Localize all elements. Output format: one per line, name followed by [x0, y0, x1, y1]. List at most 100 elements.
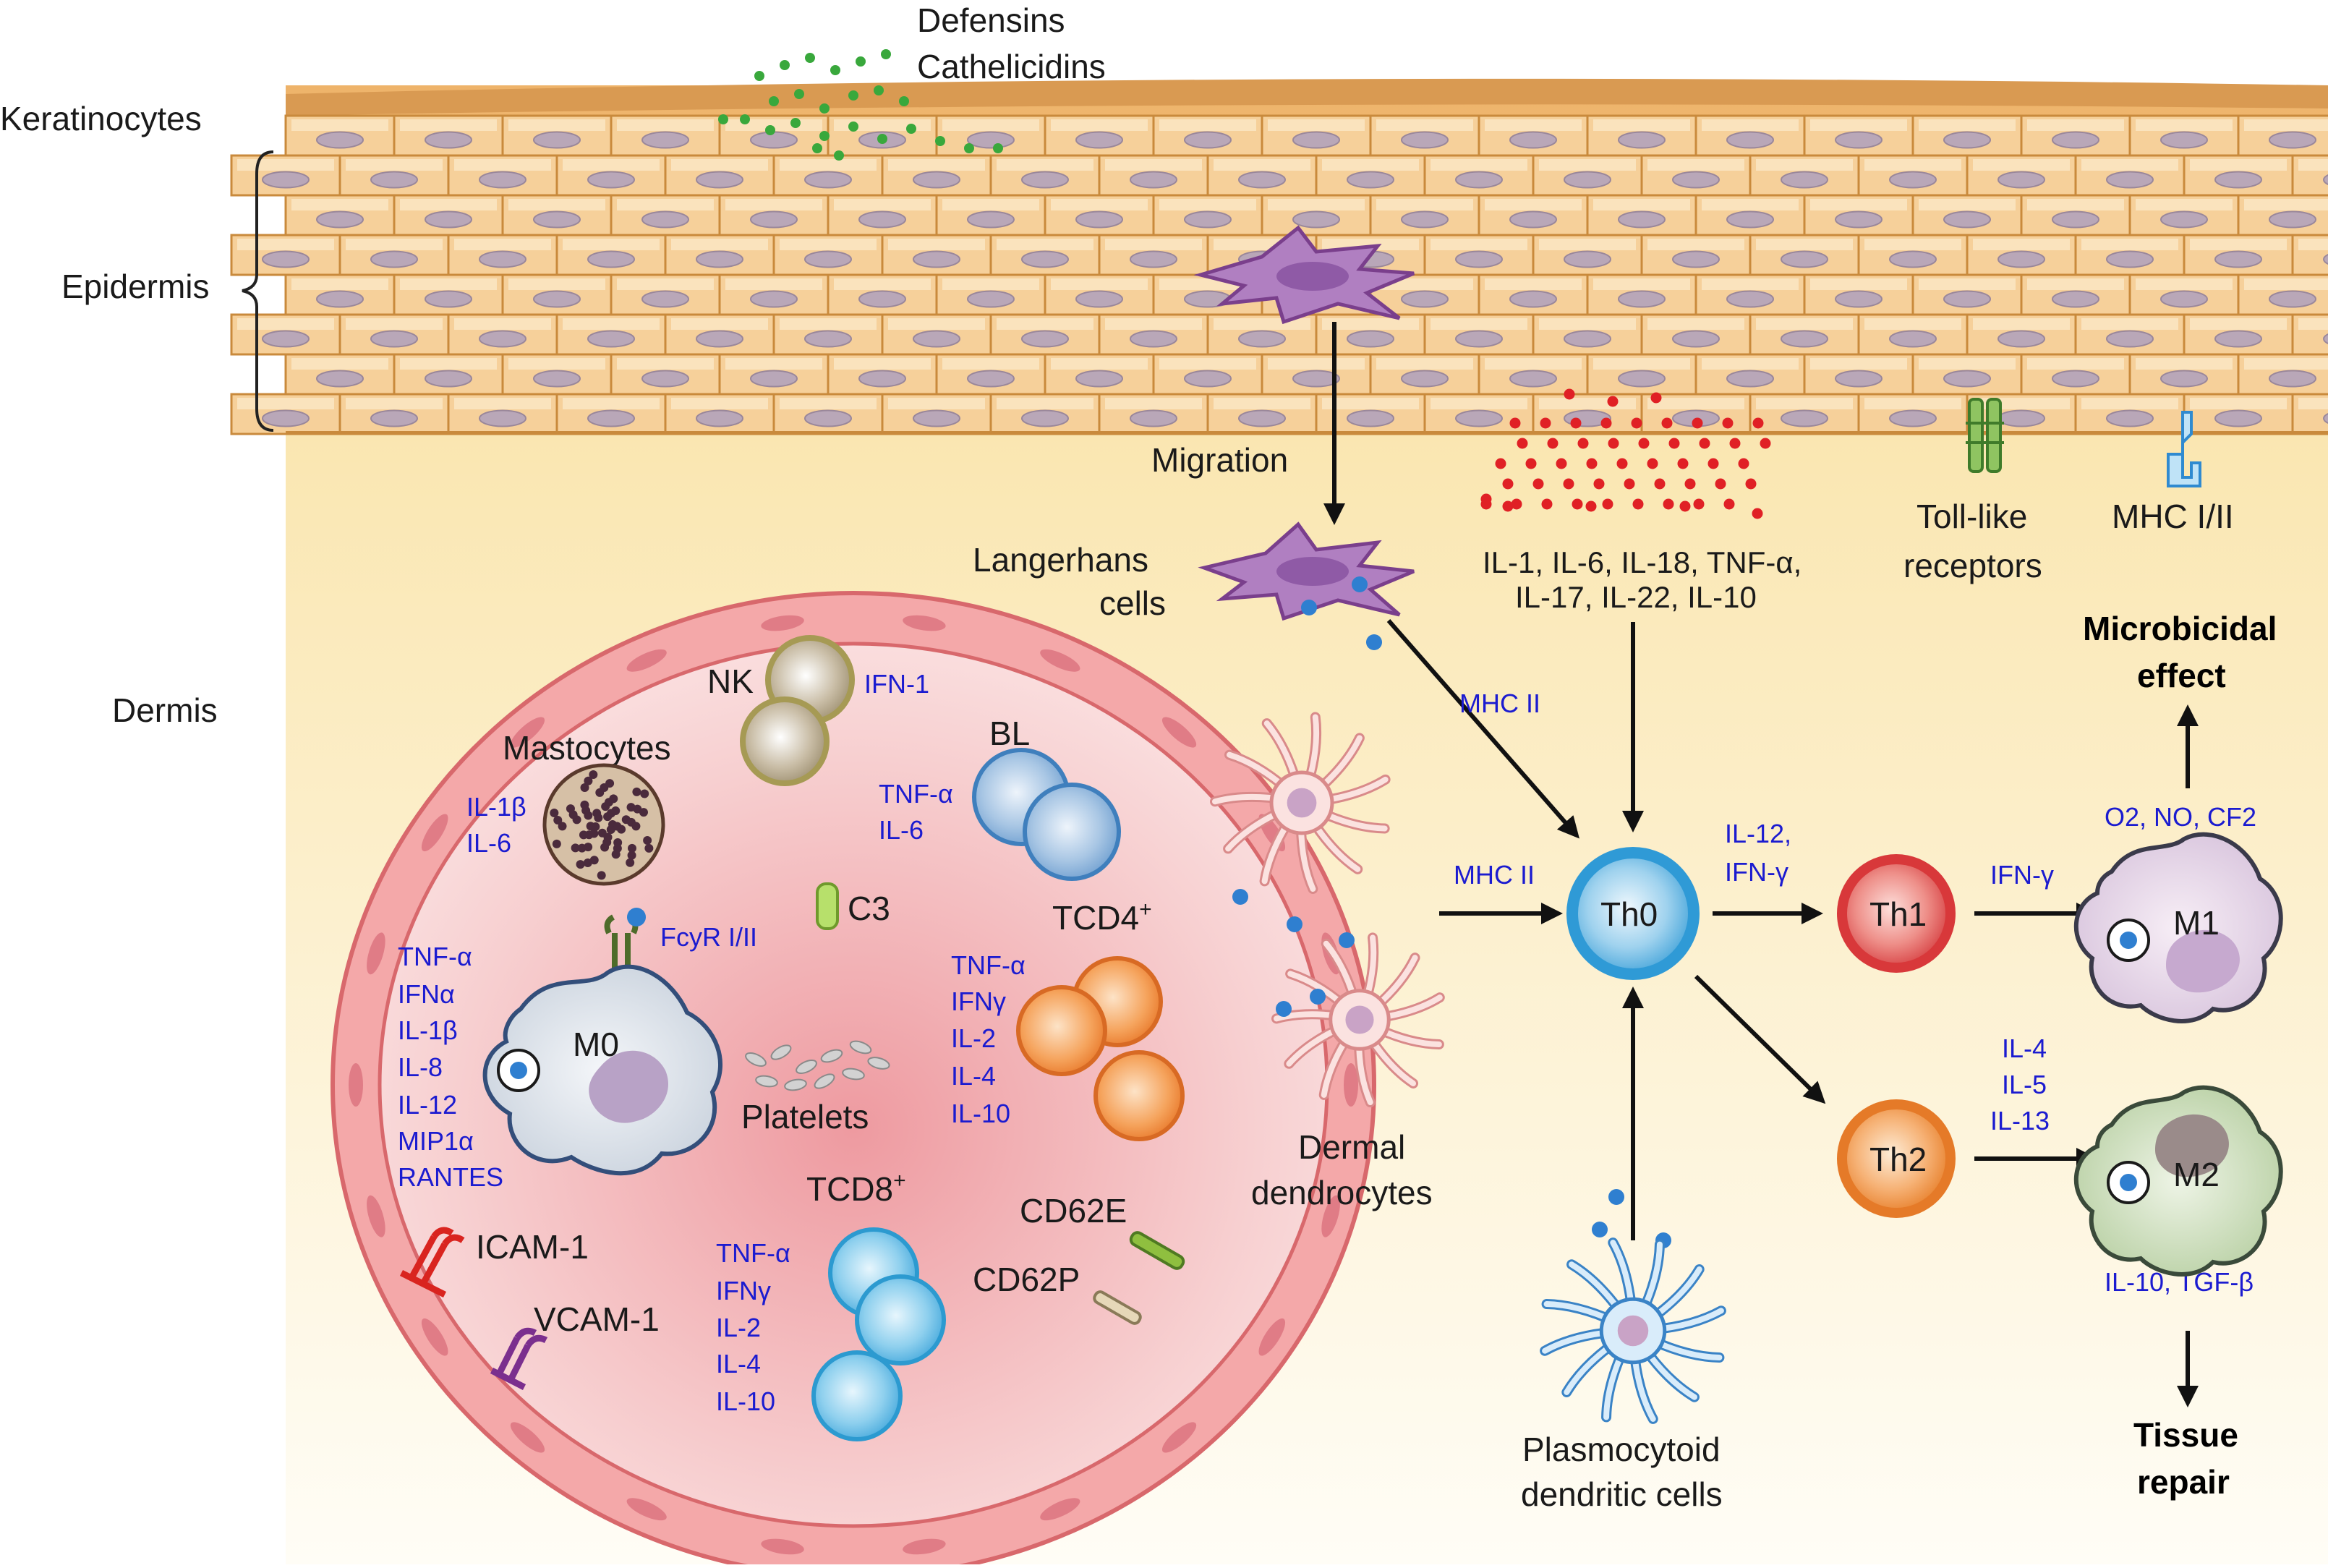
mastocyte-cytokine-1: IL-1β [466, 792, 526, 822]
keratinocyte-highlight [2190, 398, 2287, 409]
keratinocyte-nucleus [1997, 250, 2045, 268]
nk-label: NK [707, 662, 754, 700]
vcam-1-label: VCAM-1 [534, 1300, 660, 1338]
keratinocyte-highlight [1431, 159, 1527, 171]
cytokine-dot [1600, 417, 1612, 429]
th2-cytokine-1: IL-4 [2002, 1034, 2047, 1063]
keratinocyte-nucleus [1455, 409, 1503, 427]
platelets-icon [745, 1040, 890, 1091]
m0-macrophage [482, 964, 723, 1176]
cytokines-line2: IL-17, IL-22, IL-10 [1515, 580, 1757, 614]
keratinocyte-highlight [1539, 239, 1636, 250]
bl-label: BL [989, 715, 1030, 752]
cytokine-dot [1624, 478, 1635, 490]
platelet [867, 1057, 890, 1070]
defensins-label: Defensins [917, 1, 1065, 39]
keratinocyte-nucleus [1075, 210, 1123, 229]
dermal-dendrocytes [1210, 712, 1445, 1108]
keratinocyte-highlight [1268, 358, 1365, 370]
mastocyte-granule [611, 806, 621, 815]
mhc-ii-label-1: MHC II [1459, 689, 1540, 718]
cytokine-dot [1752, 417, 1764, 429]
cytokine-dot [1509, 417, 1521, 429]
keratinocyte-highlight [1593, 358, 1690, 370]
keratinocyte-nucleus [2269, 131, 2316, 149]
endothelial-nucleus [1258, 1318, 1286, 1356]
keratinocyte-nucleus [1021, 171, 1069, 189]
keratinocyte-nucleus [1835, 210, 1883, 229]
keratinocyte-nucleus [1997, 409, 2045, 427]
cytokine-dot [1650, 392, 1662, 404]
keratinocyte-highlight [1268, 199, 1365, 210]
keratinocyte-nucleus [425, 131, 472, 149]
keratinocyte-highlight [1431, 318, 1527, 330]
keratinocyte-highlight [725, 278, 822, 290]
keratinocyte-nucleus [1292, 370, 1340, 388]
keratinocyte-highlight [617, 358, 714, 370]
mastocyte-granule [627, 843, 636, 853]
platelet [842, 1068, 865, 1081]
cd62p-label: CD62P [973, 1261, 1080, 1298]
bl-cytokine-2: IL-6 [879, 815, 924, 845]
keratinocyte-highlight [1810, 119, 1907, 131]
keratinocyte-nucleus [1726, 131, 1774, 149]
keratinocyte-nucleus [641, 210, 689, 229]
keratinocyte-highlight [1756, 318, 1853, 330]
b-lymphocytes [972, 748, 1121, 881]
defensin-dot [834, 150, 844, 161]
keratinocyte-nucleus [425, 290, 472, 308]
tcd4-cytokines: TNF-α IFNγ IL-2 IL-4 IL-10 [951, 950, 1026, 1128]
mastocyte-granule [632, 787, 641, 796]
keratinocyte-highlight [291, 199, 388, 210]
keratinocyte-highlight [1919, 358, 2016, 370]
tcd4-cytokine: IL-2 [951, 1023, 996, 1053]
keratinocyte-nucleus [262, 330, 310, 348]
tcd4-cells [1016, 956, 1185, 1141]
tcd8-cytokine: IL-4 [716, 1349, 761, 1379]
keratinocyte-nucleus [479, 409, 526, 427]
keratinocyte-nucleus [913, 330, 960, 348]
keratinocyte-nucleus [1130, 330, 1177, 348]
antigen-dots [1232, 576, 1671, 1248]
tcd4-cytokine: TNF-α [951, 950, 1026, 980]
keratinocyte-nucleus [1401, 370, 1449, 388]
endothelial-nucleus [349, 1063, 363, 1107]
keratinocyte-nucleus [1781, 409, 1828, 427]
keratinocyte-nucleus [1726, 370, 1774, 388]
cytokine-dot [1723, 498, 1735, 510]
keratinocyte-nucleus [1943, 131, 1991, 149]
mastocyte-granule [597, 871, 606, 880]
keratinocyte-highlight [1485, 358, 1582, 370]
toll-like-receptor-icon [1966, 398, 2004, 473]
keratinocyte-highlight [346, 318, 443, 330]
cytokine-dot [1541, 498, 1553, 510]
mastocyte-granule [600, 843, 610, 852]
keratinocyte-nucleus [696, 330, 743, 348]
keratinocyte-nucleus [1618, 131, 1666, 149]
keratinocyte-highlight [1105, 159, 1202, 171]
cytokine-dot [1532, 478, 1544, 490]
endothelial-nucleus [1040, 1498, 1080, 1521]
endothelial-nucleus [626, 1498, 667, 1521]
cytokine-dot [1752, 508, 1763, 519]
cytokine-dot [1540, 417, 1551, 429]
keratinocyte-highlight [237, 239, 334, 250]
mastocyte-granule [580, 800, 589, 809]
cytokine-dot [1577, 438, 1589, 449]
th2-cytokine-2: IL-5 [2002, 1070, 2047, 1099]
cytokine-dot [1668, 438, 1680, 449]
m0-cytokine: RANTES [398, 1162, 503, 1192]
c3-label: C3 [848, 890, 890, 927]
keratinocyte-nucleus [1021, 330, 1069, 348]
langerhans-cell-dermis [1198, 521, 1415, 621]
keratinocyte-highlight [1647, 398, 1744, 409]
endothelial-nucleus [1321, 1195, 1340, 1237]
mastocyte-granule [579, 830, 588, 840]
keratinocyte-nucleus [641, 290, 689, 308]
keratinocyte-nucleus [2214, 250, 2262, 268]
defensin-dot [812, 143, 822, 153]
th2-label: Th2 [1869, 1141, 1927, 1178]
keratinocyte-nucleus [804, 250, 852, 268]
platelet [814, 1073, 835, 1089]
keratinocyte-highlight [1051, 119, 1148, 131]
